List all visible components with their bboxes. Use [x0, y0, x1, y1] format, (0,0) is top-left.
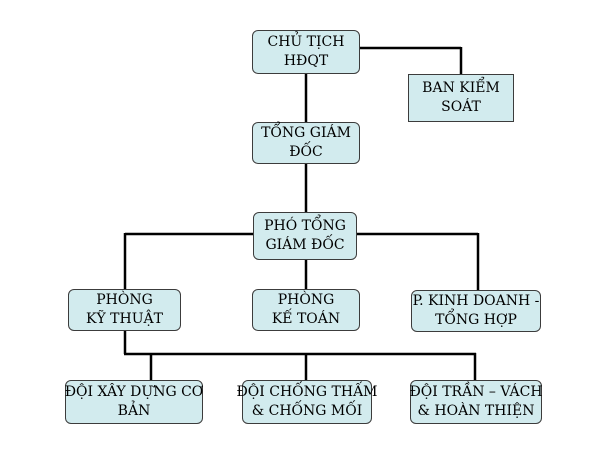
- team2-line1: ĐỘI CHỐNG THẤM: [236, 384, 378, 400]
- business-line2: TỔNG HỢP: [435, 312, 517, 328]
- team3-line1: ĐỘI TRẦN – VÁCH: [409, 384, 543, 400]
- chairman-line1: CHỦ TỊCH: [267, 34, 345, 50]
- team3-line2: & HOÀN THIỆN: [417, 403, 535, 419]
- team-basic-construction-box: ĐỘI XÂY DỰNG CƠ BẢN: [65, 380, 203, 424]
- supervisory-line1: BAN KIỂM: [422, 80, 500, 96]
- team1-line1: ĐỘI XÂY DỰNG CƠ: [64, 384, 204, 400]
- deputy-line1: PHÓ TỔNG: [264, 218, 346, 234]
- supervisory-line2: SOÁT: [441, 99, 481, 115]
- accounting-line2: KẾ TOÁN: [271, 311, 341, 327]
- team-ceiling-wall-box: ĐỘI TRẦN – VÁCH & HOÀN THIỆN: [409, 380, 543, 424]
- team-waterproofing-box: ĐỘI CHỐNG THẤM & CHỐNG MỐI: [236, 380, 378, 424]
- chairman-box: CHỦ TỊCH HĐQT: [252, 30, 360, 74]
- accounting-department-box: PHÒNG KẾ TOÁN: [252, 289, 360, 331]
- team2-line2: & CHỐNG MỐI: [251, 403, 363, 419]
- general-director-line1: TỔNG GIÁM: [261, 125, 351, 141]
- deputy-line2: GIÁM ĐỐC: [265, 237, 345, 253]
- technical-department-box: PHÒNG KỸ THUẬT: [68, 289, 181, 331]
- deputy-general-director-box: PHÓ TỔNG GIÁM ĐỐC: [253, 212, 357, 260]
- supervisory-board-box: BAN KIỂM SOÁT: [408, 74, 514, 122]
- business-department-box: P. KINH DOANH - TỔNG HỢP: [411, 290, 541, 332]
- technical-line2: KỸ THUẬT: [86, 311, 163, 327]
- business-line1: P. KINH DOANH -: [412, 293, 540, 309]
- accounting-line1: PHÒNG: [277, 292, 335, 308]
- chairman-line2: HĐQT: [283, 53, 329, 69]
- team1-line2: BẢN: [117, 403, 151, 419]
- general-director-box: TỔNG GIÁM ĐỐC: [252, 122, 360, 164]
- general-director-line2: ĐỐC: [289, 144, 323, 160]
- technical-line1: PHÒNG: [96, 292, 153, 308]
